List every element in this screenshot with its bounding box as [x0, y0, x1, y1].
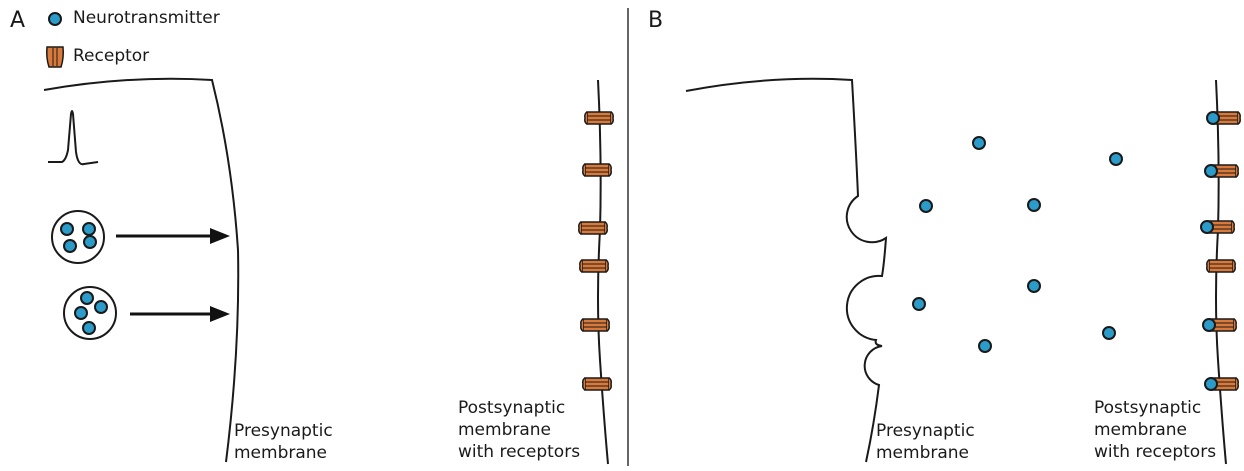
postsynaptic-membrane-a	[597, 79, 609, 465]
action-potential-icon	[48, 110, 99, 166]
vesicle-a-2	[63, 286, 117, 340]
presynaptic-membrane-a	[43, 77, 240, 463]
postsynaptic-label-a: Postsynaptic membrane with receptors	[458, 398, 581, 462]
movement-arrow-1	[116, 228, 230, 244]
receptors-a	[578, 111, 614, 391]
legend-neurotransmitter-label: Neurotransmitter	[73, 8, 220, 28]
neurotransmitter-icon	[48, 12, 62, 26]
legend-receptor-label: Receptor	[73, 46, 150, 66]
postsynaptic-membrane-b	[1215, 79, 1227, 465]
free-neurotransmitters	[912, 136, 1123, 353]
panel-a-label: A	[10, 8, 26, 33]
panel-b-label: B	[648, 8, 664, 33]
vesicle-a-1	[51, 210, 105, 264]
receptors-b	[1205, 111, 1241, 391]
receptor-icon	[46, 46, 64, 68]
presynaptic-label-b: Presynaptic membrane	[876, 421, 975, 463]
movement-arrow-2	[130, 306, 230, 322]
presynaptic-label-a: Presynaptic membrane	[234, 421, 333, 463]
presynaptic-membrane-b	[685, 77, 888, 463]
postsynaptic-label-b: Postsynaptic membrane with receptors	[1094, 398, 1217, 462]
